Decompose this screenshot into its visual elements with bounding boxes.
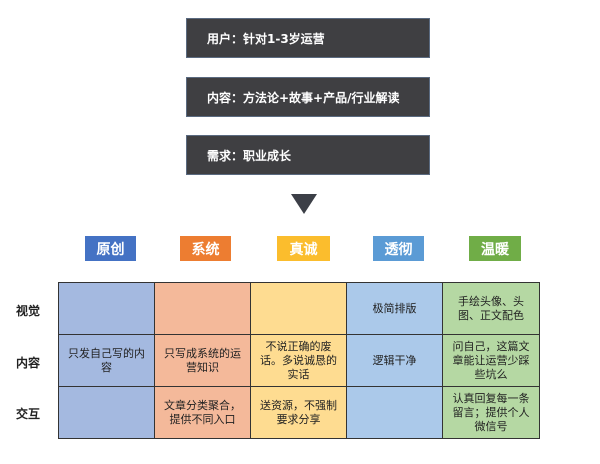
- table-cell: 不说正确的废话。多说诚恳的实话: [251, 335, 347, 387]
- header-bar-user: 用户：针对1-3岁运营: [186, 18, 430, 58]
- tag-label: 透彻: [384, 241, 413, 258]
- row-label-content: 内容: [15, 356, 40, 370]
- table-cell: 送资源，不强制要求分享: [251, 387, 347, 438]
- tag-original: 原创: [85, 236, 136, 261]
- table-cell: [347, 387, 443, 438]
- matrix-table: 极简排版 手绘头像、头图、正文配色 只发自己写的内容 只写成系统的运营知识 不说…: [58, 282, 540, 439]
- tag-label: 温暖: [481, 241, 509, 258]
- tag-sincere: 真诚: [277, 236, 330, 261]
- table-cell: 问自己，这篇文章能让运营少踩些坑么: [443, 335, 539, 387]
- table-cell: [155, 283, 251, 335]
- header-bar-label: 内容：方法论+故事+产品/行业解读: [207, 90, 400, 105]
- table-cell: [251, 283, 347, 335]
- tag-label: 真诚: [289, 241, 318, 258]
- tag-warm: 温暖: [469, 236, 521, 261]
- table-cell: 极简排版: [347, 283, 443, 335]
- header-bar-label: 用户：针对1-3岁运营: [207, 31, 325, 46]
- table-cell: 认真回复每一条留言；提供个人微信号: [443, 387, 539, 438]
- triangle-down-icon: [291, 194, 317, 214]
- tag-thorough: 透彻: [373, 236, 424, 261]
- table-cell: 文章分类聚合，提供不同入口: [155, 387, 251, 438]
- table-cell: 手绘头像、头图、正文配色: [443, 283, 539, 335]
- tag-label: 系统: [191, 241, 220, 258]
- table-cell: 逻辑干净: [347, 335, 443, 387]
- table-cell: 只发自己写的内容: [59, 335, 155, 387]
- table-cell: [59, 387, 155, 438]
- tag-systematic: 系统: [180, 236, 231, 261]
- tag-label: 原创: [96, 241, 125, 258]
- row-label-interaction: 交互: [15, 407, 40, 421]
- header-bar-content: 内容：方法论+故事+产品/行业解读: [186, 77, 430, 117]
- header-bar-label: 需求：职业成长: [207, 148, 292, 163]
- header-bar-need: 需求：职业成长: [186, 135, 430, 175]
- row-label-visual: 视觉: [15, 304, 40, 318]
- table-cell: [59, 283, 155, 335]
- table-cell: 只写成系统的运营知识: [155, 335, 251, 387]
